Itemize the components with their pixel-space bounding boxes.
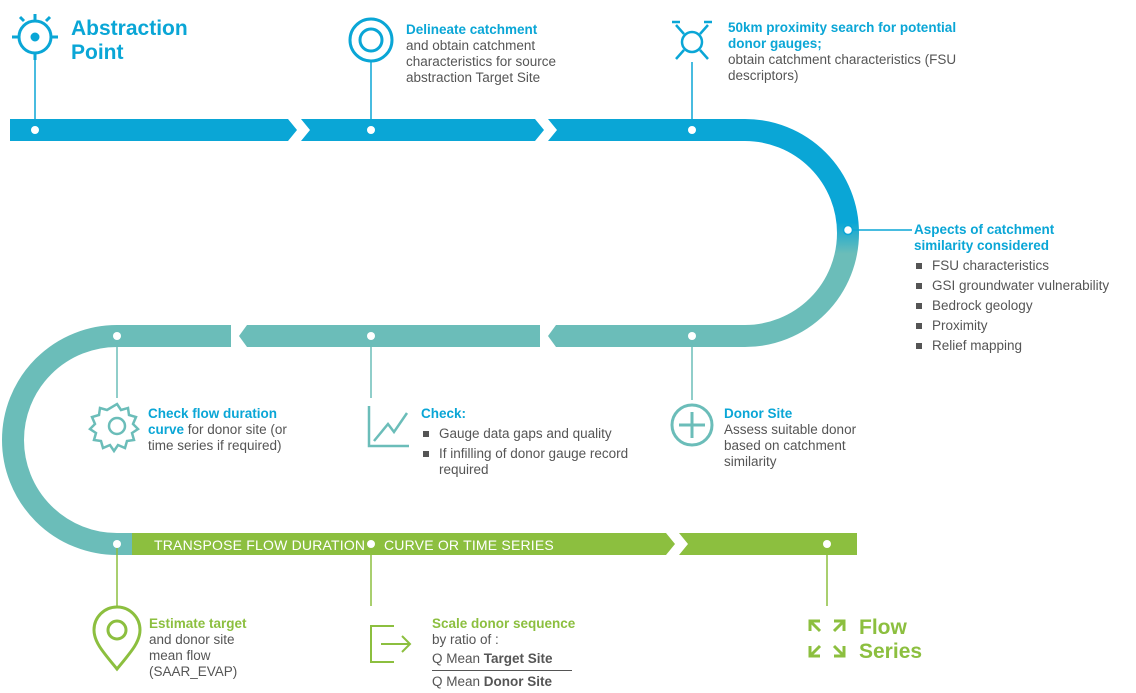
donor-site-body: Assess suitable donor based on catchment… [724,422,857,469]
scale-body: by ratio of : [432,632,499,647]
delineate-body: and obtain catchment characteristics for… [406,38,557,85]
top-band [10,119,745,141]
fraction-divider [432,670,572,671]
ratio-denominator: Q Mean Donor Site [432,674,612,690]
check-list: Gauge data gaps and quality If infilling… [421,426,641,478]
delineate-title: Delineate catchment [406,22,538,37]
line-chart-icon [367,406,409,448]
map-pin-icon [92,605,142,672]
aspects-title: Aspects of catchment similarity consider… [914,222,1055,253]
check-flow-body: for donor site (or [184,422,287,437]
check-flow-title: Check flow duration [148,406,278,421]
flow-series-line1: Flow [859,616,907,639]
list-item: GSI groundwater vulnerability [914,278,1136,294]
aspects-step: Aspects of catchment similarity consider… [914,222,1136,358]
right-curve [744,119,859,347]
list-item: FSU characteristics [914,258,1136,274]
donor-site-step: Donor Site Assess suitable donor based o… [724,406,884,470]
expand-arrows-icon [808,619,846,658]
check-flow-title-curve: curve [148,422,185,437]
check-flow-body-line2: time series if required) [148,438,282,453]
estimate-body: and donor site mean flow (SAAR_EVAP) [149,632,238,679]
list-item: Bedrock geology [914,298,1136,314]
proximity-title: 50km proximity search for potential dono… [728,20,957,51]
dots [31,126,854,548]
proximity-step: 50km proximity search for potential dono… [728,20,958,84]
bottom-band [117,533,857,555]
donor-site-title: Donor Site [724,406,793,421]
scale-title: Scale donor sequence [432,616,576,631]
check-flow-step: Check flow duration curve for donor site… [148,406,318,454]
check-title: Check: [421,406,467,421]
target-crosshair-icon [12,14,58,60]
scale-step: Scale donor sequence by ratio of : Q Mea… [432,616,612,690]
abstraction-title-line1: Abstraction [71,17,188,40]
flow-series-line2: Series [859,640,923,663]
transpose-label-b: CURVE OR TIME SERIES [384,537,554,553]
list-item: Gauge data gaps and quality [421,426,641,442]
abstraction-title-line2: Point [71,41,124,64]
transpose-label-a: TRANSPOSE FLOW DURATION [154,537,366,553]
proximity-body: obtain catchment characteristics (FSU de… [728,52,957,83]
denominator-prefix: Q Mean [432,674,484,689]
delineate-step: Delineate catchment and obtain catchment… [406,22,596,86]
satellite-icon [672,20,712,60]
middle-band [117,325,745,347]
numerator-prefix: Q Mean [432,651,484,666]
gear-icon [88,402,140,454]
estimate-step: Estimate target and donor site mean flow… [149,616,269,680]
flow-series-title: Flow Series [859,616,922,664]
denominator-site: Donor Site [483,674,553,689]
aspects-list: FSU characteristics GSI groundwater vuln… [914,258,1136,354]
left-curve [2,325,118,555]
concentric-circles-icon [348,17,394,63]
estimate-title: Estimate target [149,616,247,631]
connectors [34,58,912,606]
abstraction-point-title: Abstraction Point [71,17,188,65]
list-item: If infilling of donor gauge record requi… [421,446,641,478]
list-item: Proximity [914,318,1136,334]
ratio-numerator: Q Mean Target Site [432,651,612,667]
list-item: Relief mapping [914,338,1136,354]
check-step: Check: Gauge data gaps and quality If in… [421,406,641,482]
numerator-site: Target Site [483,651,553,666]
plus-circle-icon [670,403,714,447]
arrow-into-box-icon [370,625,412,663]
